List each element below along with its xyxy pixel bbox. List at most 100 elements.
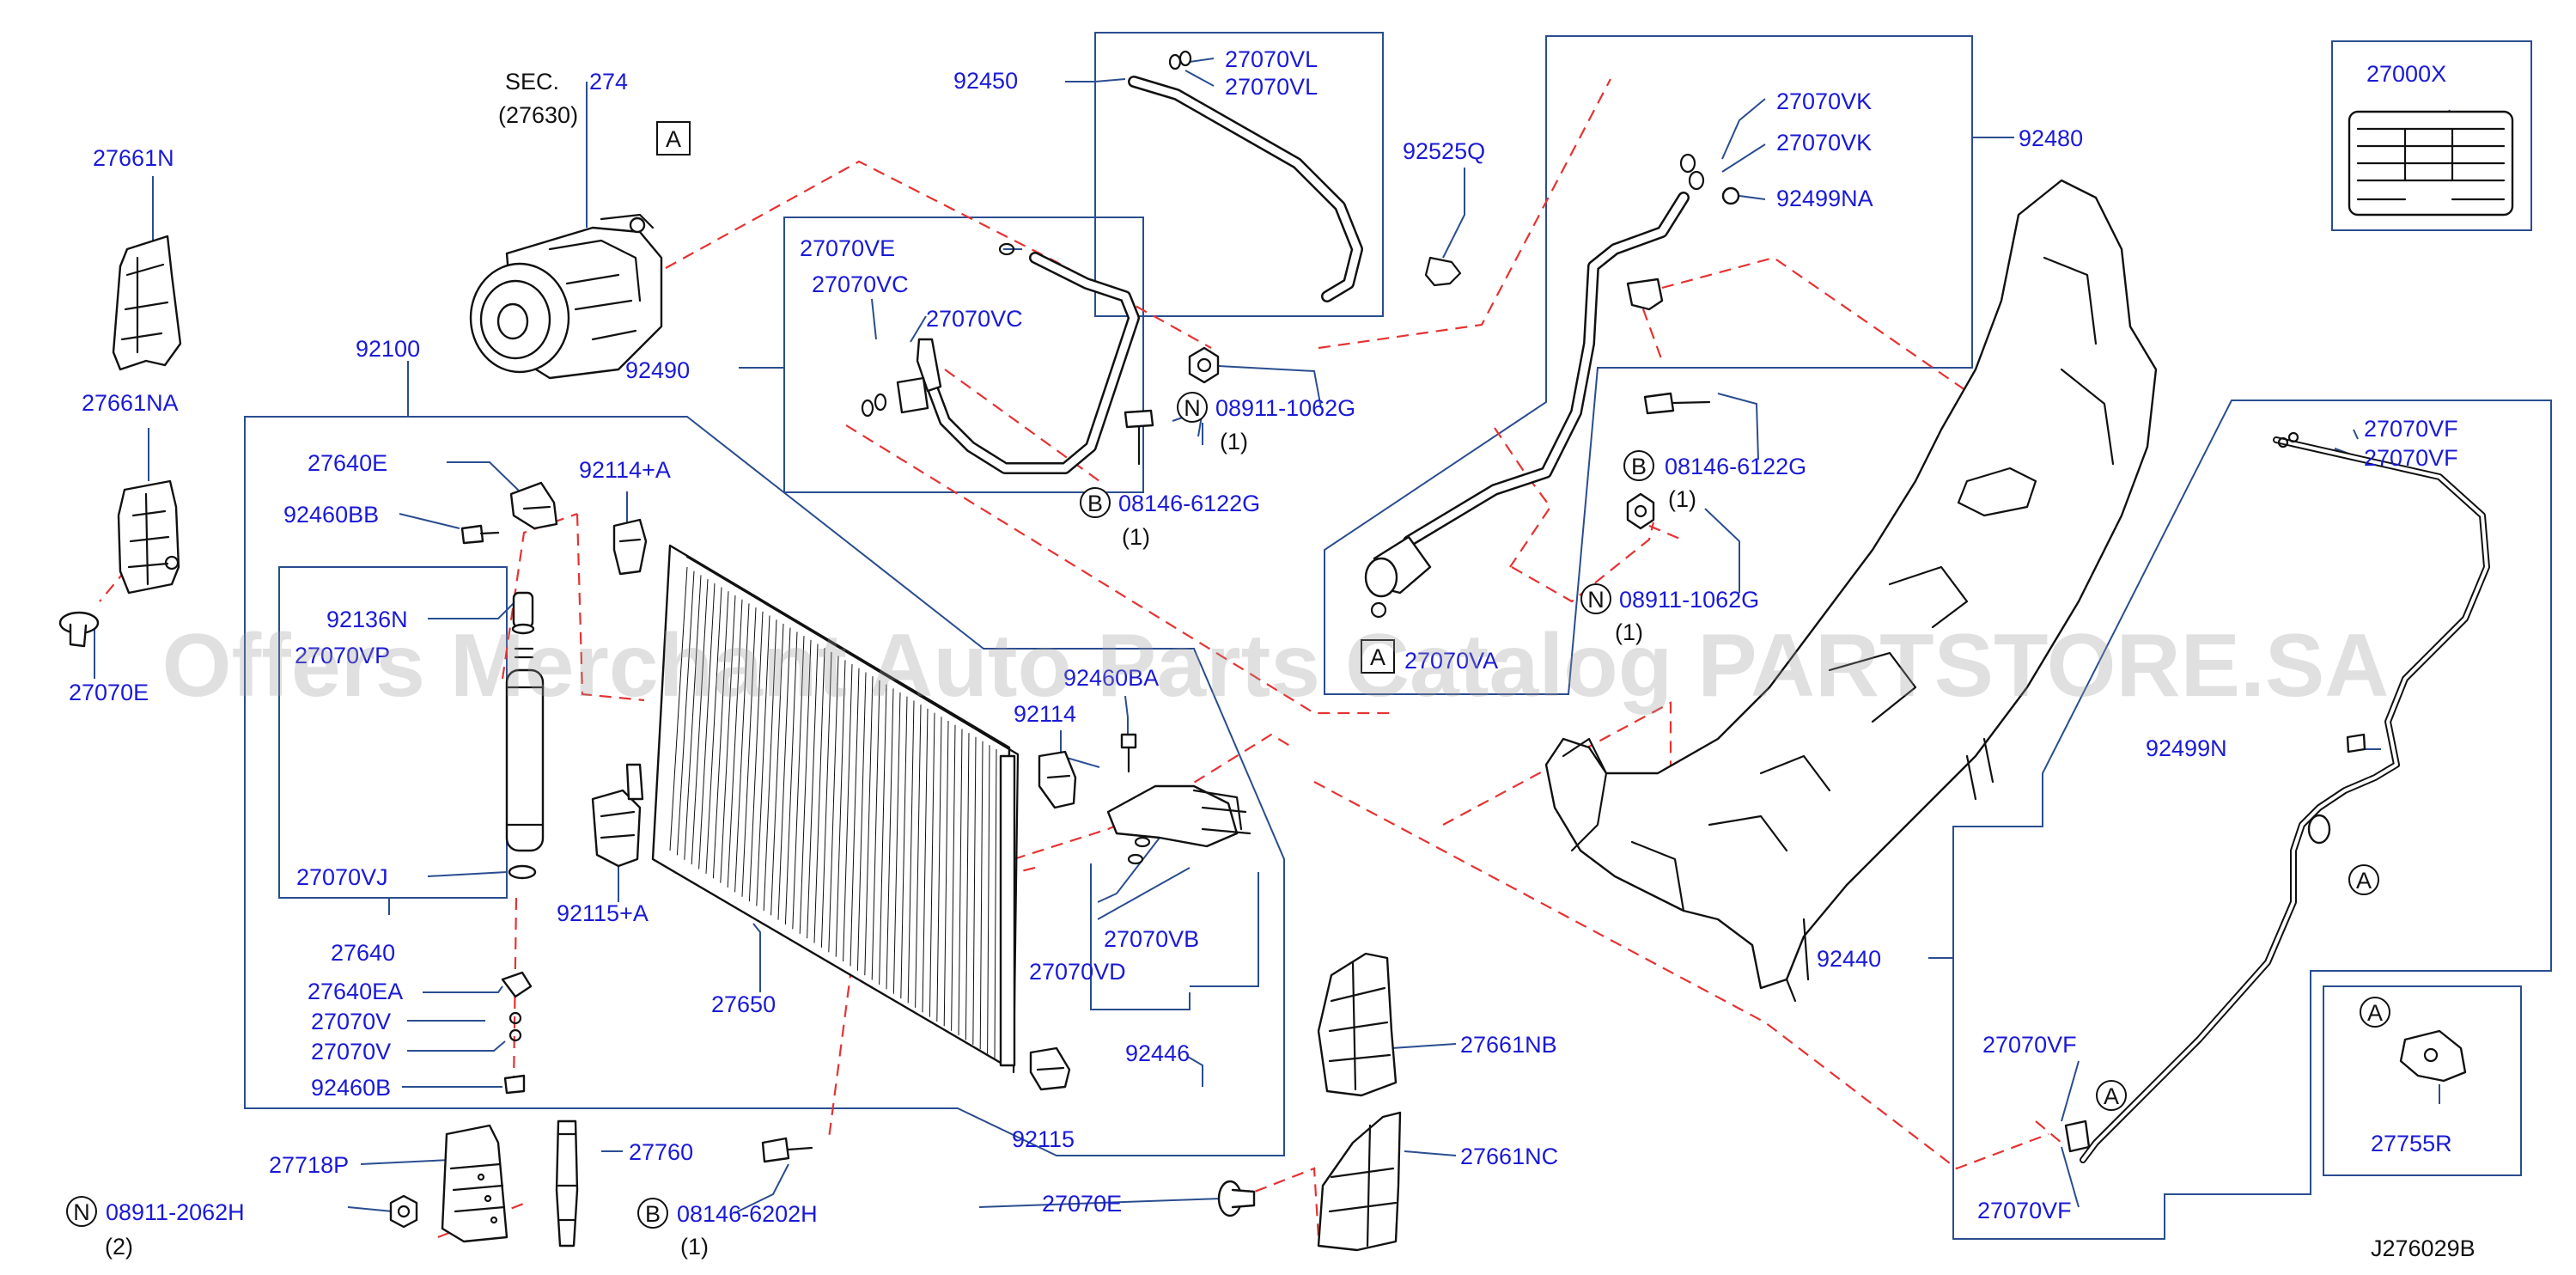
part-compressor: [469, 213, 663, 380]
label-92490: 92490: [625, 357, 690, 383]
part-receiver-tank: [505, 591, 545, 880]
label-27755R: 27755R: [2371, 1131, 2452, 1156]
ref-circle-a-92440: [2348, 864, 2379, 895]
label-27070VK-1: 27070VK: [1776, 88, 1872, 114]
part-nut-08911-2062H: [389, 1194, 418, 1229]
part-bolt-08146-6202H: [761, 1137, 813, 1163]
ref-circle-n-c: [66, 1196, 97, 1227]
part-92114-bracket: [1038, 750, 1077, 809]
part-27070E-clip-bottom: [1217, 1180, 1256, 1217]
part-92115-bracket: [1029, 1046, 1071, 1091]
condenser-fin: [741, 607, 757, 897]
ref-circle-a-92440-text: A: [2356, 868, 2372, 894]
label-27661NB: 27661NB: [1460, 1032, 1557, 1058]
label-27070V-1: 27070V: [311, 1009, 391, 1034]
part-condenser-side-bracket: [625, 763, 644, 801]
ref-circle-n-a-text: N: [1184, 395, 1201, 421]
label-08146-6202H: 08146-6202H: [677, 1201, 818, 1227]
label-92450: 92450: [953, 68, 1018, 94]
symbols: A A N B B N N B A A A: [66, 121, 2390, 1229]
label-92115: 92115: [1012, 1126, 1075, 1152]
condenser-fin: [763, 619, 777, 911]
condenser-fin: [943, 721, 949, 1027]
ref-circle-a-92440-lower: [2096, 1080, 2127, 1111]
part-body-panel: [1544, 179, 2158, 1003]
condenser-fin: [900, 696, 908, 999]
label-27070VC-1: 27070VC: [812, 271, 909, 297]
condenser-fin: [850, 668, 860, 967]
ref-box-a-compressor-text: A: [666, 126, 681, 152]
part-92460BB-bolt: [460, 524, 500, 545]
frame-92450: [1094, 32, 1384, 317]
condenser-fin: [712, 591, 729, 879]
label-92115A: 92115+A: [557, 900, 649, 926]
label-27070VF-3: 27070VF: [1982, 1032, 2077, 1058]
ref-circle-b-a-text: B: [1087, 491, 1103, 516]
label-27070VF-2: 27070VF: [2364, 445, 2458, 471]
ref-box-a-compressor: [656, 121, 691, 156]
label-27070VJ: 27070VJ: [296, 864, 388, 890]
condenser-fin: [922, 708, 929, 1013]
condenser-fin: [813, 648, 825, 943]
condenser-fin: [994, 748, 997, 1059]
label-92100: 92100: [356, 336, 420, 362]
label-27070VC-2: 27070VC: [926, 306, 1023, 332]
ref-circle-b-a: [1080, 487, 1111, 518]
label-27070VF-4: 27070VF: [1977, 1198, 2072, 1223]
label-sec-ref: (27630): [498, 102, 578, 128]
label-qty-e: (2): [105, 1234, 133, 1260]
ref-circle-b-b: [1623, 450, 1654, 481]
part-92490-hose: [861, 242, 1140, 474]
label-qty-a: (1): [1220, 429, 1248, 454]
condenser-fin: [727, 599, 743, 888]
condenser-fin: [698, 583, 716, 869]
ref-box-a-92480-text: A: [1370, 644, 1385, 670]
condenser-fin: [864, 676, 874, 976]
label-27640E: 27640E: [308, 450, 387, 476]
condenser-fin: [929, 712, 935, 1017]
ref-circle-n-b-text: N: [1587, 587, 1605, 613]
condenser-fin: [792, 636, 805, 930]
condenser-fin: [807, 644, 819, 939]
condenser-fin: [951, 724, 956, 1031]
condenser-fin: [828, 656, 839, 953]
part-27760-sensor: [555, 1119, 579, 1248]
condenser-fin: [936, 717, 942, 1022]
part-nut-08911-1062G-b: [1626, 492, 1655, 530]
label-27070E-left: 27070E: [69, 680, 149, 705]
part-92114A-bracket: [612, 518, 648, 576]
label-27070VF-1: 27070VF: [2364, 416, 2458, 442]
ref-circle-a-27755R: [2360, 997, 2390, 1028]
part-92499NA-cap: [1721, 186, 1740, 205]
part-bolt-08146-6122G-b: [1643, 392, 1711, 415]
condenser-fin: [748, 611, 764, 902]
part-27000X-label: [2348, 110, 2514, 217]
ref-circle-a-27755R-text: A: [2367, 1000, 2383, 1026]
ref-circle-n-c-text: N: [73, 1199, 90, 1225]
condenser-fin: [777, 627, 791, 920]
assembly-lines: [99, 78, 2062, 1239]
label-92480: 92480: [2019, 125, 2083, 151]
label-27070VK-2: 27070VK: [1776, 130, 1872, 156]
label-92499N: 92499N: [2146, 735, 2227, 761]
label-92460B: 92460B: [311, 1075, 391, 1101]
condenser-fin: [835, 660, 846, 957]
ref-circle-b-b-text: B: [1631, 454, 1647, 479]
label-08911-2062H: 08911-2062H: [106, 1199, 245, 1225]
label-08911-1062G-a: 08911-1062G: [1215, 395, 1355, 421]
part-receiver-fittings: [501, 971, 533, 1095]
part-92499N-cap: [2346, 733, 2366, 753]
part-27070E-clip-left: [58, 611, 100, 648]
condenser-fin: [691, 579, 709, 865]
condenser-fin: [756, 615, 770, 906]
label-27070VD: 27070VD: [1029, 959, 1126, 985]
label-qty-b: (1): [1122, 524, 1150, 550]
part-92440-pipe: [2064, 431, 2490, 1163]
part-27661N-air-guide: [112, 235, 182, 371]
part-92450-hose: [1128, 50, 1363, 302]
frame-92440: [1952, 400, 2552, 1240]
condenser-fin: [972, 736, 977, 1045]
label-27070VL-1: 27070VL: [1225, 46, 1318, 72]
label-08911-1062G-b: 08911-1062G: [1619, 587, 1759, 613]
